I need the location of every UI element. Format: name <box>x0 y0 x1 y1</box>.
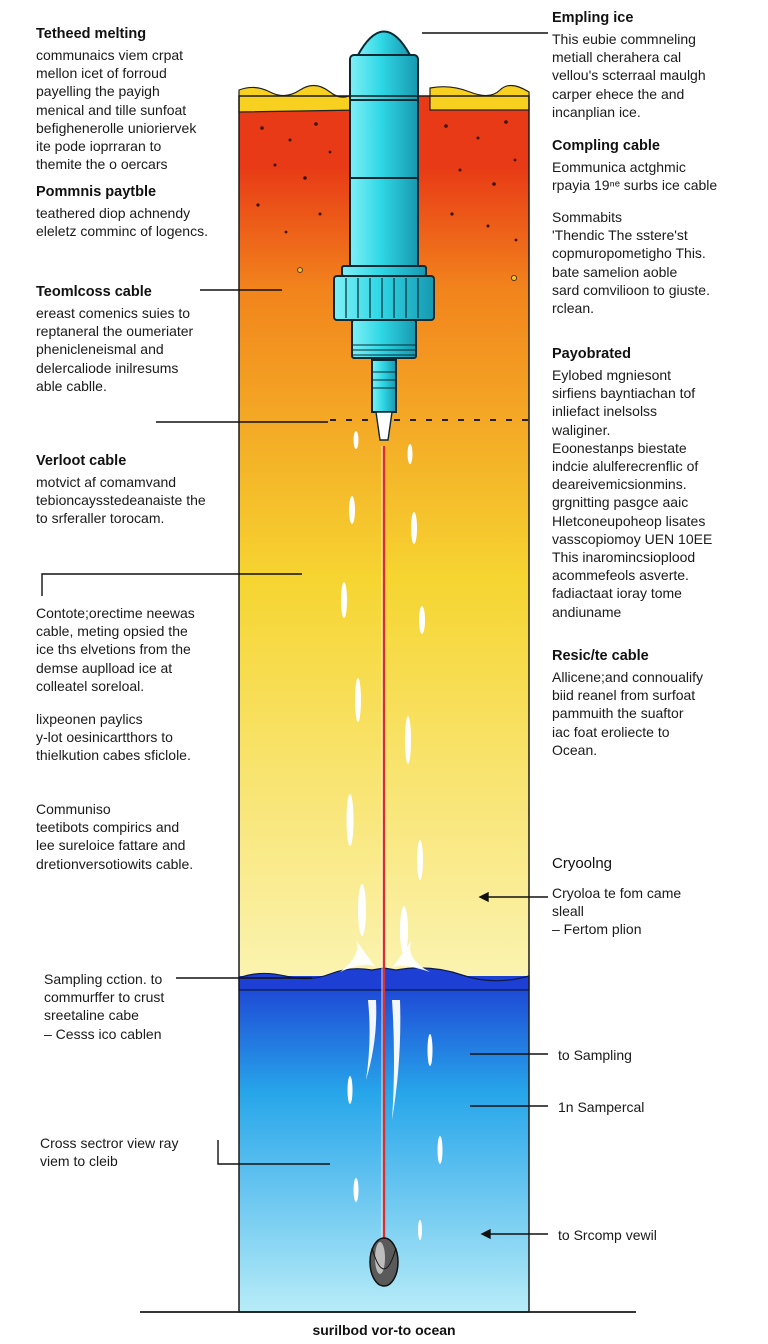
right-label-5-body: Allicene;and connoualify biid reanel fro… <box>552 669 703 758</box>
cryobot-probe <box>333 30 435 441</box>
left-leader-lines <box>41 289 330 1165</box>
left-label-4-body: motvict af comamvand tebioncaysstedeanai… <box>36 474 206 527</box>
right-label-1-body: This eubie commneling metiall cherahera … <box>552 31 706 120</box>
left-label-5-body: Contote;orectime neewas cable, meting op… <box>36 605 195 694</box>
left-label-8-body: Sampling cction. to commurffer to crust … <box>44 971 165 1042</box>
left-label-3-body: ereast comenics suies to reptaneral the … <box>36 305 194 394</box>
probe-heated-tip <box>375 411 393 441</box>
left-label-9: Cross sectror view ray viem to cleib <box>40 1134 215 1170</box>
right-label-1: Empling ice This eubie commneling metial… <box>552 10 762 121</box>
diagram-caption: surilbod vor-to ocean <box>312 1322 456 1338</box>
sampler-weight <box>369 1237 399 1287</box>
right-label-2-body: Eommunica actghmic rpayia 19ⁿᵉ surbs ice… <box>552 159 718 194</box>
right-label-7: to Sampling <box>558 1046 758 1064</box>
right-label-6-title: Cryoolng <box>552 855 613 872</box>
right-label-2: Compling cable Eommunica actghmic rpayia… <box>552 138 762 194</box>
left-label-2-body: teathered diop achnendy eleletz comminc … <box>36 205 208 240</box>
left-label-2-title: Pommnis paytble <box>36 184 157 200</box>
right-label-2-title: Compling cable <box>552 138 660 154</box>
left-label-9-body: Cross sectror view ray viem to cleib <box>40 1135 179 1170</box>
left-label-4: Verloot cable motvict af comamvand tebio… <box>36 453 236 528</box>
meltwater-streaks <box>341 431 443 1240</box>
right-label-9: to Srcomp vewil <box>558 1226 758 1244</box>
right-label-6-body: Cryoloa te fom came sleall – Fertom plio… <box>552 885 682 938</box>
left-label-2: Pommnis paytble teathered diop achnendy … <box>36 184 236 240</box>
left-label-7: Communiso teetibots compirics and lee su… <box>36 800 236 873</box>
right-label-6: Cryoolng Cryoloa te fom came sleall – Fe… <box>552 855 762 939</box>
right-label-8: 1n Sampercal <box>558 1098 758 1116</box>
left-label-6: lixpeonen paylics y-lot oesinicartthors … <box>36 710 236 765</box>
left-label-4-title: Verloot cable <box>36 453 127 469</box>
left-label-6-body: lixpeonen paylics y-lot oesinicartthors … <box>36 711 191 764</box>
left-label-5: Contote;orectime neewas cable, meting op… <box>36 604 236 695</box>
right-label-9-body: to Srcomp vewil <box>558 1227 657 1243</box>
right-label-4-body: Eylobed mgniesont sirfiens bayntiachan t… <box>552 367 713 620</box>
left-label-7-body: Communiso teetibots compirics and lee su… <box>36 801 194 872</box>
ice-surface-particles <box>256 120 518 281</box>
left-label-1-title: Tetheed melting <box>36 26 147 42</box>
probe-body <box>349 54 419 274</box>
probe-threaded-collar <box>333 275 435 321</box>
right-label-3-body: Sommabits 'Thendic The sstere'st copmuro… <box>552 209 710 317</box>
left-label-1: Tetheed melting communaics viem crpat me… <box>36 26 236 173</box>
right-leader-lines <box>422 32 548 1240</box>
left-label-8: Sampling cction. to commurffer to crust … <box>44 970 234 1043</box>
left-label-1-body: communaics viem crpat mellon icet of for… <box>36 47 197 173</box>
right-label-7-body: to Sampling <box>558 1047 632 1063</box>
right-label-4-title: Payobrated <box>552 346 631 362</box>
left-label-3: Teomlcoss cable ereast comenics suies to… <box>36 284 236 395</box>
right-label-8-body: 1n Sampercal <box>558 1099 645 1115</box>
right-label-4: Payobrated Eylobed mgniesont sirfiens ba… <box>552 346 762 621</box>
right-label-5: Resic/te cable Allicene;and connoualify … <box>552 648 762 759</box>
right-label-5-title: Resic/te cable <box>552 648 649 664</box>
left-label-3-title: Teomlcoss cable <box>36 284 152 300</box>
probe-nose-cone <box>356 30 412 56</box>
melt-splash <box>340 940 430 1120</box>
right-label-1-title: Empling ice <box>552 10 634 26</box>
right-label-3: Sommabits 'Thendic The sstere'st copmuro… <box>552 208 762 317</box>
